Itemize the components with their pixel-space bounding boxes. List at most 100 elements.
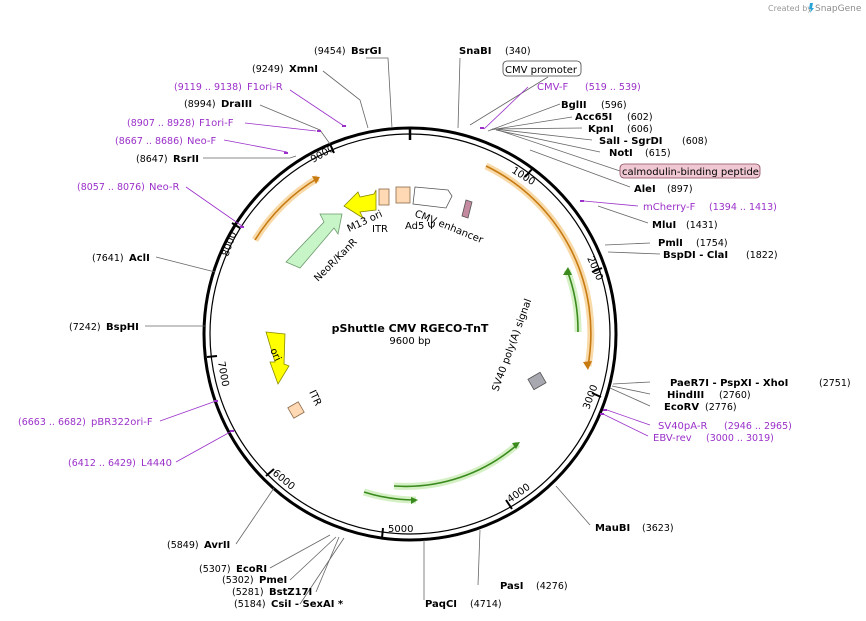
site-bstz17i-pos: (5281) [232,587,264,598]
cmv-promoter-box [502,60,582,77]
tick-label-3000: 3000 [581,383,600,411]
neor-kanr-arrow [285,213,343,269]
site-xmni-pos: (9249) [252,64,284,75]
site-pmli-pos: (1754) [696,238,728,249]
tick-marks [206,143,603,539]
primer-mcherry-f-pos: (1394 .. 1413) [709,202,777,213]
site-acli-pos: (7641) [92,253,124,264]
site-ecorv: EcoRV [664,402,699,413]
primer-sv40pa-r: SV40pA-R [658,421,707,432]
site-paqci-pos: (4714) [470,599,502,610]
site-csii-pos: (5184) [234,599,266,610]
sv40-label: SV40 poly(A) signal [490,297,534,393]
ad5-label: Ad5 Ψ [405,221,436,232]
green1-arrowhead-icon [563,267,572,275]
restriction-sites: (9454) BsrGI (9249) XmnI (8994) DraIII (… [69,46,851,610]
primer-f1ori-r: F1ori-R [247,82,283,93]
site-ecorv-pos: (2776) [705,402,737,413]
rgeco-arrowhead-icon [583,361,592,370]
itr-label-1: ITR [372,224,388,235]
primer-pbr322: pBR322ori-F [91,417,153,428]
primer-mcherry-f: mCherry-F [643,202,696,213]
feature-halo-green2 [393,441,521,490]
site-xmni: XmnI [289,64,318,75]
primer-leader-lines [159,86,651,463]
site-bsphi-pos: (7242) [69,322,101,333]
site-pasi-pos: (4276) [536,581,568,592]
ori-arrow [265,331,290,385]
tick-label-5000: 5000 [388,524,413,535]
feature-green2-arc [393,443,519,488]
primer-neo-f-pos: (8667 .. 8686) [115,136,183,147]
site-alei-pos: (897) [667,184,693,195]
site-pmli: PmlI [658,238,683,249]
site-bsrgi-pos: (9454) [314,46,346,57]
site-mlui-pos: (1431) [686,220,718,231]
site-sali-pos: (608) [682,136,708,147]
feature-halo-green1 [563,268,582,333]
primer-ebv-rev: EBV-rev [653,433,692,444]
sv40-polya-box [527,371,547,391]
primer-f1ori-f-pos: (8907 .. 8928) [127,118,195,129]
feature-halo-rgeco [484,162,595,367]
site-snabi-pos: (340) [505,46,531,57]
site-draiii: DraIII [221,99,252,110]
primer-neo-r: Neo-R [149,182,180,193]
plasmid-length: 9600 bp [389,336,430,347]
site-mlui: MluI [652,220,676,231]
primer-f1ori-r-pos: (9119 .. 9138) [174,82,242,93]
ori-label: ori [267,347,282,363]
site-bsphi: BspHI [106,322,139,333]
site-acli: AclI [129,253,150,264]
site-pmei-pos: (5302) [222,575,254,586]
site-xhoi: PaeR7I - PspXI - XhoI [670,378,788,389]
site-ecori-pos: (5307) [199,564,231,575]
itr-box-1 [378,188,390,206]
f1ori-arrowhead-icon [312,176,320,184]
site-bstz17i: BstZ17I [269,587,312,598]
leader-lines [145,57,661,605]
itr-label-2: ITR [306,389,323,408]
primer-l4440-pos: (6412 .. 6429) [68,458,136,469]
itr-box-2 [287,401,305,419]
site-sali: SalI - SgrDI [599,136,663,147]
created-by-text: Created by [768,4,812,13]
calmodulin-box [619,163,761,179]
cmv-promoter-label: CMV promoter [505,65,578,76]
calmodulin-label: calmodulin-binding peptide [622,167,759,178]
primer-ticks [214,125,607,432]
site-avrii: AvrII [204,540,230,551]
primer-cmv-f: CMV-F [537,82,568,93]
snapgene-brand: SnapGene [815,4,862,14]
site-draiii-pos: (8994) [184,99,216,110]
site-kpni: KpnI [588,124,614,135]
site-avrii-pos: (5849) [167,540,199,551]
primer-ebv-rev-pos: (3000 .. 3019) [706,433,774,444]
site-hindiii-pos: (2760) [719,390,751,401]
plasmid-name: pShuttle CMV RGECO-TnT [332,322,489,335]
green2-arrowhead-icon [512,442,520,449]
primer-labels: (9119 .. 9138) F1ori-R (8907 .. 8928) F1… [18,82,792,469]
ad5-box [395,186,411,204]
cmv-promoter-marker [461,199,473,219]
site-paqci: PaqCI [425,599,457,610]
primer-l4440: L4440 [141,458,172,469]
feature-rgeco-arc [485,165,592,367]
site-snabi: SnaBI [459,46,491,57]
site-noti-pos: (615) [645,148,671,159]
site-noti: NotI [609,148,633,159]
site-rsrii: RsrII [173,154,199,165]
site-pasi: PasI [500,581,523,592]
site-ecori: EcoRI [236,564,267,575]
tick-label-7000: 7000 [215,361,230,388]
primer-sv40pa-r-pos: (2946 .. 2965) [724,421,792,432]
site-csii: CsiI - SexAI * [271,599,344,610]
feature-f1ori-arc [254,177,319,241]
site-bglii: BglII [561,100,587,111]
primer-pbr322-pos: (6663 .. 6682) [18,417,86,428]
site-kpni-pos: (606) [627,124,653,135]
primer-neo-f: Neo-F [187,136,217,147]
site-bsrgi: BsrGI [351,46,381,57]
site-acc65i-pos: (602) [627,112,653,123]
